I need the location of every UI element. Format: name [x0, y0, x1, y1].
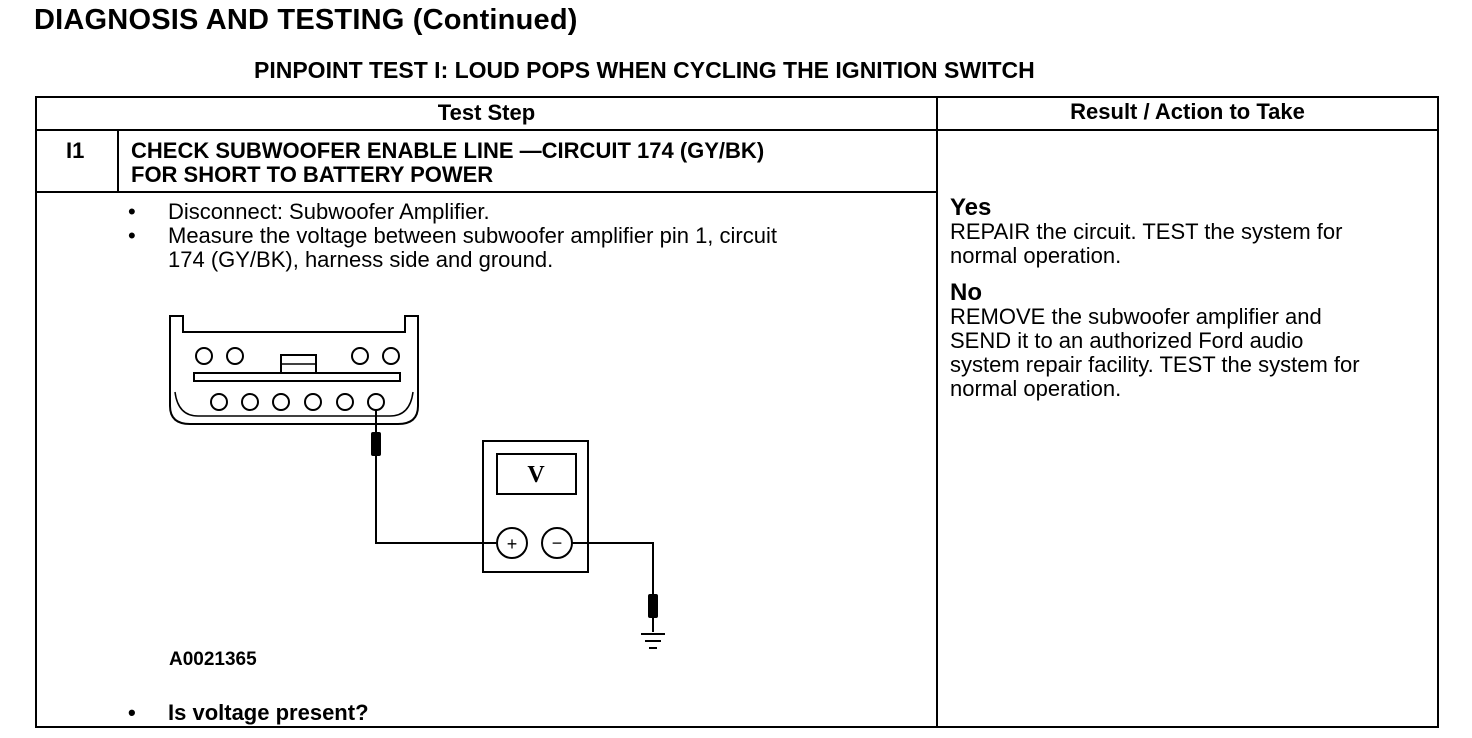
connector-pin	[272, 393, 290, 411]
result-text-line: SEND it to an authorized Ford audio	[950, 328, 1304, 353]
test-table	[35, 96, 1439, 728]
instruction-text: Disconnect: Subwoofer Amplifier.	[168, 199, 490, 224]
positive-probe-tip	[371, 432, 381, 456]
positive-lead-wire	[375, 456, 496, 544]
voltmeter-display	[496, 453, 577, 495]
step-id: I1	[66, 138, 85, 163]
result-yes-action: REPAIR the circuit. TEST the system for …	[950, 220, 1342, 268]
bullet-icon: •	[128, 223, 136, 248]
step-heading-line: CHECK SUBWOOFER ENABLE LINE —CIRCUIT 174…	[131, 138, 765, 163]
header-result-action: Result / Action to Take	[1070, 99, 1305, 124]
connector-pin	[210, 393, 228, 411]
connector-pin	[241, 393, 259, 411]
voltmeter-body	[482, 440, 589, 573]
figure-id: A0021365	[169, 649, 257, 670]
result-text-line: normal operation.	[950, 243, 1122, 268]
connector-pin-1	[367, 393, 385, 411]
connector-body	[169, 315, 419, 425]
result-no-label: No	[950, 279, 982, 306]
result-yes-label: Yes	[950, 194, 992, 221]
bullet-icon: •	[128, 700, 136, 725]
result-text-line: system repair facility. TEST the system …	[950, 352, 1360, 377]
step-heading-line: FOR SHORT TO BATTERY POWER	[131, 162, 494, 187]
step-heading-rule	[35, 191, 938, 193]
instruction-text-line: 174 (GY/BK), harness side and ground.	[168, 247, 554, 272]
ground-probe-tip	[648, 594, 658, 618]
result-yes: Yes REPAIR the circuit. TEST the system …	[950, 196, 1342, 268]
connector-inner-shroud	[174, 391, 414, 417]
result-no: No REMOVE the subwoofer amplifier and SE…	[950, 281, 1360, 401]
ground-lead-wire	[572, 542, 654, 594]
result-text-line: REPAIR the circuit. TEST the system for	[950, 219, 1343, 244]
step-heading: CHECK SUBWOOFER ENABLE LINE —CIRCUIT 174…	[131, 139, 764, 187]
instruction-text: Measure the voltage between subwoofer am…	[168, 224, 777, 272]
connector-pin	[336, 393, 354, 411]
voltmeter-plus-terminal	[496, 527, 528, 559]
bullet-icon: •	[128, 199, 136, 224]
result-text-line: REMOVE the subwoofer amplifier and	[950, 304, 1322, 329]
minus-sign-icon: −	[552, 533, 563, 553]
column-divider	[936, 96, 938, 728]
result-no-action: REMOVE the subwoofer amplifier and SEND …	[950, 305, 1360, 401]
connector-pin	[304, 393, 322, 411]
connector-pin	[226, 347, 244, 365]
header-rule	[35, 129, 1439, 131]
connector-rail	[193, 372, 401, 382]
voltmeter-label: V	[527, 462, 545, 488]
instruction-item: • Measure the voltage between subwoofer …	[128, 224, 777, 272]
plus-sign-icon: +	[507, 534, 518, 554]
pinpoint-test-title: PINPOINT TEST I: LOUD POPS WHEN CYCLING …	[254, 57, 1035, 83]
instruction-item: • Disconnect: Subwoofer Amplifier.	[128, 200, 777, 224]
header-test-step: Test Step	[437, 100, 536, 125]
connector-pin	[382, 347, 400, 365]
connector-pin	[195, 347, 213, 365]
step-id-divider	[117, 130, 119, 192]
page-title: DIAGNOSIS AND TESTING (Continued)	[34, 4, 578, 36]
step-question: • Is voltage present?	[128, 700, 369, 726]
connector-pin	[351, 347, 369, 365]
result-text-line: normal operation.	[950, 376, 1122, 401]
step-instructions: • Disconnect: Subwoofer Amplifier. • Mea…	[128, 200, 777, 272]
instruction-text-line: Measure the voltage between subwoofer am…	[168, 223, 777, 248]
question-text: Is voltage present?	[168, 700, 369, 725]
